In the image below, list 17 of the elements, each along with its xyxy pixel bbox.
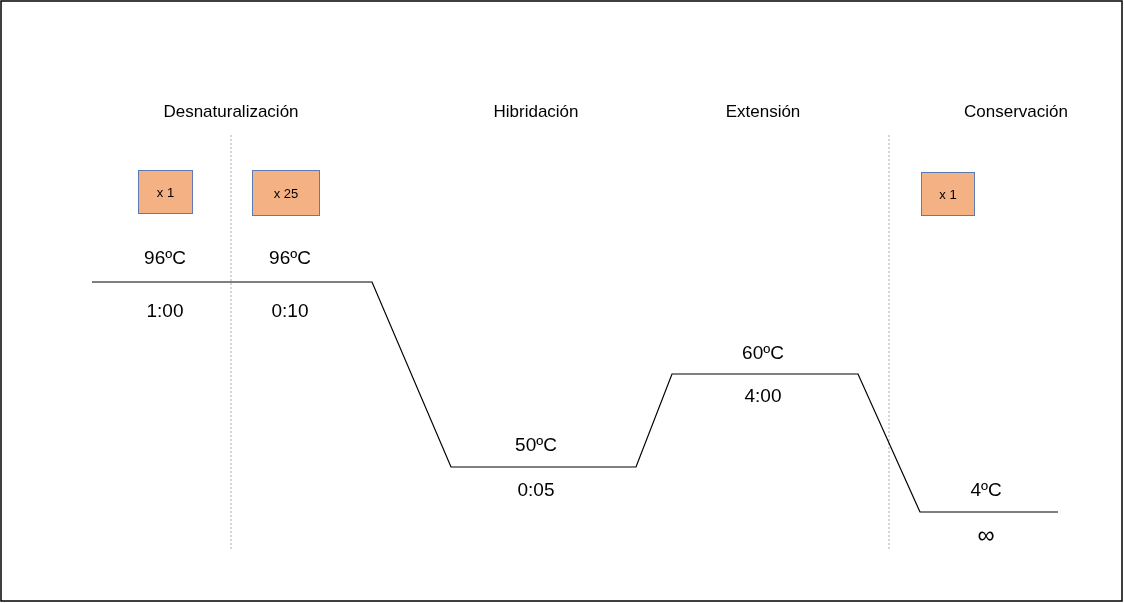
- temperature-label: 4ºC: [970, 479, 1002, 501]
- cycle-count-box: x 1: [138, 170, 193, 214]
- phase-title: Conservación: [964, 102, 1068, 122]
- temperature-label: 96ºC: [269, 247, 311, 269]
- phase-title: Desnaturalización: [163, 102, 299, 122]
- time-label: 1:00: [146, 300, 184, 322]
- temperature-label: 60ºC: [742, 342, 784, 364]
- time-label: 0:05: [517, 479, 555, 501]
- temperature-label: 96ºC: [144, 247, 186, 269]
- time-label: 4:00: [744, 385, 782, 407]
- phase-title: Extensión: [725, 102, 801, 122]
- temperature-label: 50ºC: [515, 434, 557, 456]
- cycle-count-box: x 1: [921, 172, 975, 216]
- cycle-count-box: x 25: [252, 170, 320, 216]
- phase-title: Hibridación: [493, 102, 579, 122]
- time-label: ∞: [977, 521, 995, 549]
- time-label: 0:10: [271, 300, 309, 322]
